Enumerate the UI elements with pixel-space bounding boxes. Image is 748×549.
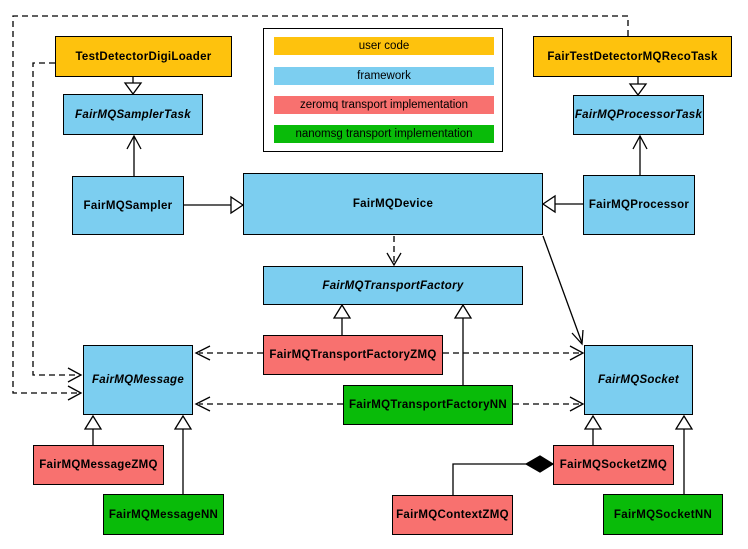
class-box-fairmq-processor: FairMQProcessor: [583, 175, 695, 235]
class-label-fairmq-message: FairMQMessage: [91, 374, 185, 386]
edge-dependency-factorynn-socket: [513, 396, 585, 412]
class-box-fairmq-message-nn: FairMQMessageNN: [103, 494, 224, 535]
edge-association-sampler-samplertask: [126, 134, 142, 176]
class-box-fairmq-message-zmq: FairMQMessageZMQ: [33, 445, 164, 485]
legend-item-1: framework: [274, 67, 494, 85]
edge-dependency-factoryzmq-socket: [443, 345, 585, 361]
class-box-fairmq-context-zmq: FairMQContextZMQ: [392, 495, 513, 535]
class-label-fairmq-transport-factory-nn: FairMQTransportFactoryNN: [348, 399, 507, 411]
class-label-fairmq-message-zmq: FairMQMessageZMQ: [39, 459, 158, 471]
class-box-fairmq-socket: FairMQSocket: [584, 345, 693, 415]
class-label-fairmq-transport-factory: FairMQTransportFactory: [322, 279, 464, 292]
class-box-fairmq-socket-zmq: FairMQSocketZMQ: [553, 445, 674, 485]
class-box-fairmq-sampler-task: FairMQSamplerTask: [63, 94, 203, 135]
edge-inheritance-factorynn-factory: [453, 303, 473, 385]
class-label-fairmq-sampler: FairMQSampler: [83, 199, 173, 212]
legend-item-2: zeromq transport implementation: [274, 96, 494, 114]
class-box-fairmq-sampler: FairMQSampler: [72, 176, 184, 235]
edge-inheritance-socketnn-socket: [674, 414, 694, 494]
edge-composition-socketzmq-contextzmq: [452, 455, 555, 495]
class-box-fairmq-message: FairMQMessage: [83, 345, 193, 415]
class-box-test-detector-digi-loader: TestDetectorDigiLoader: [55, 36, 232, 77]
edge-dependency-factoryzmq-message: [194, 345, 263, 361]
class-label-fairmq-transport-factory-zmq: FairMQTransportFactoryZMQ: [269, 349, 437, 361]
edge-association-device-socket: [542, 235, 584, 346]
class-box-fairmq-processor-task: FairMQProcessorTask: [573, 95, 704, 135]
edge-inheritance-processor-device: [541, 194, 583, 214]
edge-inheritance-factoryzmq-factory: [332, 303, 352, 335]
edge-inheritance-digiloader-samplertask: [123, 77, 143, 96]
edge-dependency-digiloader-message: [32, 62, 83, 383]
class-label-fairmq-sampler-task: FairMQSamplerTask: [75, 108, 191, 121]
class-label-fairmq-socket-nn: FairMQSocketNN: [613, 508, 713, 521]
edge-inheritance-messagenn-message: [173, 414, 193, 494]
class-label-fair-test-detector-mq-reco-task: FairTestDetectorMQRecoTask: [547, 50, 718, 63]
legend-item-3: nanomsg transport implementation: [274, 125, 494, 143]
edge-dependency-recotask-message: [12, 15, 629, 401]
class-box-fairmq-transport-factory: FairMQTransportFactory: [263, 266, 523, 305]
class-box-fairmq-socket-nn: FairMQSocketNN: [603, 494, 723, 535]
class-label-fairmq-message-nn: FairMQMessageNN: [108, 508, 219, 521]
edge-inheritance-recotask-processortask: [628, 77, 648, 97]
class-label-fairmq-processor-task: FairMQProcessorTask: [574, 109, 703, 121]
class-box-fair-test-detector-mq-reco-task: FairTestDetectorMQRecoTask: [533, 36, 732, 77]
class-label-fairmq-context-zmq: FairMQContextZMQ: [396, 509, 509, 521]
class-label-fairmq-processor: FairMQProcessor: [588, 199, 690, 211]
class-label-fairmq-socket-zmq: FairMQSocketZMQ: [559, 459, 668, 471]
class-label-fairmq-device: FairMQDevice: [352, 198, 434, 210]
legend-item-0: user code: [274, 37, 494, 55]
edge-inheritance-messagezmq-message: [83, 414, 103, 445]
edge-inheritance-socketzmq-socket: [583, 414, 603, 445]
edge-association-processor-processortask: [632, 134, 648, 175]
edge-inheritance-sampler-device: [184, 195, 245, 215]
legend: user code framework zeromq transport imple…: [263, 28, 503, 152]
class-label-test-detector-digi-loader: TestDetectorDigiLoader: [75, 50, 212, 63]
class-box-fairmq-transport-factory-nn: FairMQTransportFactoryNN: [343, 385, 513, 425]
class-label-fairmq-socket: FairMQSocket: [598, 374, 679, 386]
edge-dependency-device-factory: [386, 236, 402, 267]
edge-dependency-factorynn-message: [194, 396, 343, 412]
class-box-fairmq-transport-factory-zmq: FairMQTransportFactoryZMQ: [263, 335, 443, 375]
class-box-fairmq-device: FairMQDevice: [243, 173, 543, 235]
